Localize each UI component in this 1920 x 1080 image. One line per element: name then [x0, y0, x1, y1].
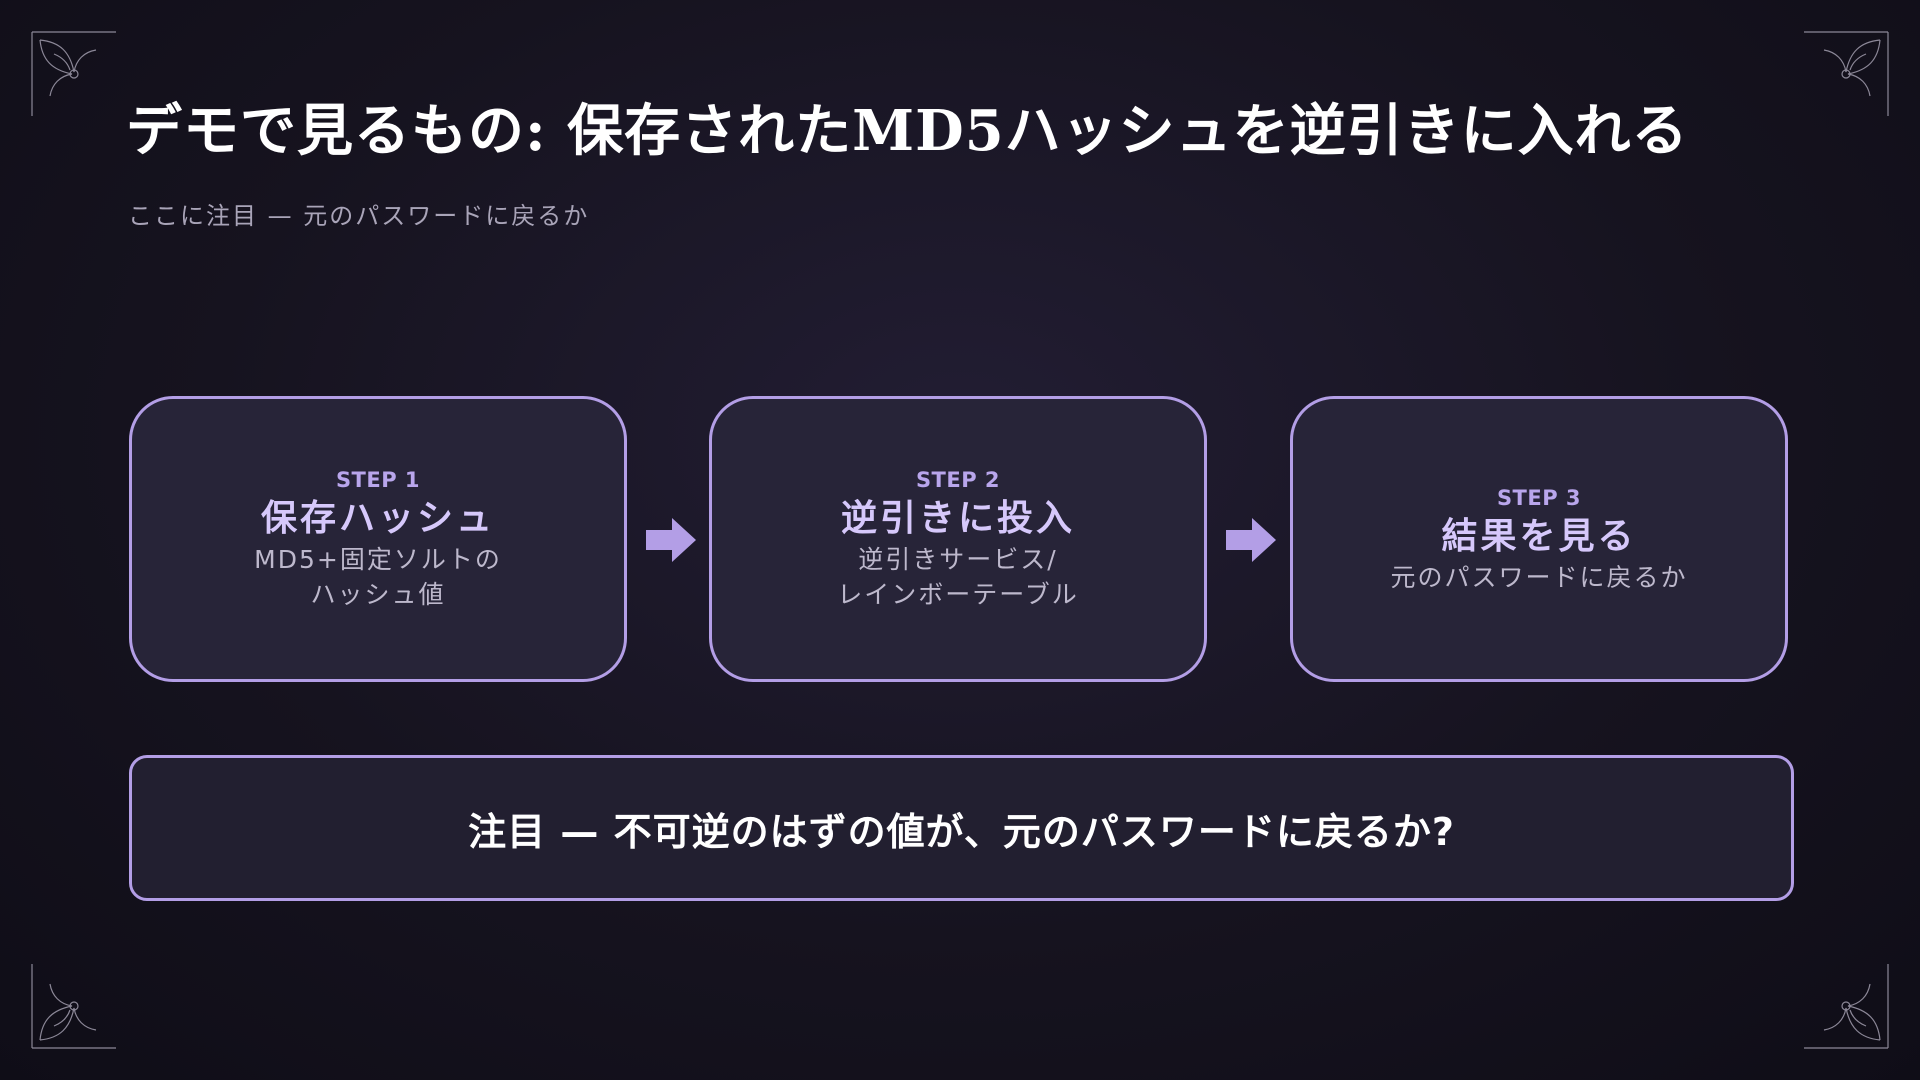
step-title: 逆引きに投入: [840, 498, 1075, 539]
slide-title: デモで見るもの: 保存されたMD5ハッシュを逆引きに入れる: [126, 98, 1689, 164]
corner-ornament-icon: [30, 962, 118, 1050]
arrow-right-icon: [1226, 516, 1276, 564]
corner-ornament-icon: [1802, 962, 1890, 1050]
step-label: STEP 1: [335, 468, 421, 492]
step-description: 逆引きサービス/ レインボーテーブル: [837, 545, 1079, 609]
step-card-1: STEP 1 保存ハッシュ MD5+固定ソルトの ハッシュ値: [129, 396, 627, 682]
step-description: MD5+固定ソルトの ハッシュ値: [254, 545, 502, 609]
slide-subtitle: ここに注目 — 元のパスワードに戻るか: [128, 202, 590, 230]
corner-ornament-icon: [30, 30, 118, 118]
callout-text: 注目 — 不可逆のはずの値が、元のパスワードに戻るか?: [468, 809, 1455, 854]
step-title: 保存ハッシュ: [260, 498, 495, 539]
step-card-2: STEP 2 逆引きに投入 逆引きサービス/ レインボーテーブル: [709, 396, 1207, 682]
step-title: 結果を見る: [1441, 515, 1637, 557]
corner-ornament-icon: [1802, 30, 1890, 118]
callout-box: 注目 — 不可逆のはずの値が、元のパスワードに戻るか?: [129, 755, 1794, 901]
arrow-right-icon: [646, 516, 696, 564]
step-label: STEP 3: [1496, 485, 1582, 510]
step-card-3: STEP 3 結果を見る 元のパスワードに戻るか: [1290, 396, 1788, 682]
step-label: STEP 2: [915, 468, 1001, 492]
step-description: 元のパスワードに戻るか: [1390, 562, 1688, 592]
